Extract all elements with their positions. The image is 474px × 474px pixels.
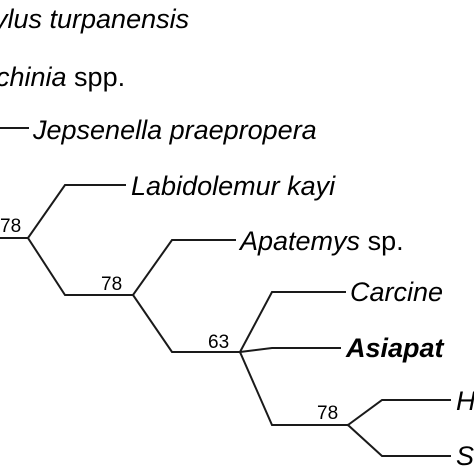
- taxon-name-part: chinia: [0, 62, 67, 92]
- taxon-name-part: Labidolemur kayi: [131, 171, 336, 201]
- taxon-label-s: S: [456, 441, 474, 471]
- taxon-labels: ylus turpanensis chinia spp. Jepsenella …: [0, 4, 474, 471]
- taxon-name-part: ylus turpanensis: [0, 4, 189, 34]
- branch-node-a-to-labidolemur: [26, 184, 126, 240]
- branch-node-d-to-h: [346, 399, 451, 427]
- taxon-name-part: sp.: [360, 226, 404, 256]
- branch-node-c-to-node-d: [238, 350, 349, 426]
- taxon-label-apatemys: Apatemys sp.: [238, 226, 404, 256]
- taxon-name-part: Asiapat: [345, 333, 445, 363]
- branch-node-d-to-s: [346, 423, 451, 457]
- branch-node-c-to-carcine: [238, 291, 346, 354]
- support-value-node-d: 78: [317, 403, 338, 424]
- taxon-label-h: H: [456, 386, 474, 416]
- taxon-name-part: S: [456, 441, 474, 471]
- taxon-label-chinia: chinia spp.: [0, 62, 125, 92]
- support-value-node-c: 63: [208, 332, 229, 353]
- taxon-name-part: spp.: [67, 62, 126, 92]
- taxon-name-part: Carcine: [350, 277, 443, 307]
- branch-node-a-to-node-b: [26, 236, 134, 296]
- taxon-label-carcine: Carcine: [350, 277, 443, 307]
- branch-node-b-to-apatemys: [131, 239, 236, 297]
- taxon-label-turpanensis: ylus turpanensis: [0, 4, 189, 34]
- branches: [0, 127, 451, 457]
- taxon-label-jepsenella: Jepsenella praepropera: [32, 115, 317, 145]
- taxon-name-part: H: [456, 386, 474, 416]
- taxon-label-asiapat: Asiapat: [345, 333, 445, 363]
- branch-node-c-to-asiapat: [238, 347, 341, 354]
- support-value-node-a: 78: [0, 216, 21, 237]
- taxon-name-part: Apatemys: [238, 226, 360, 256]
- branch-node-b-to-node-c: [131, 293, 241, 353]
- support-values: 78 78 63 78: [0, 216, 338, 424]
- taxon-label-labidolemur: Labidolemur kayi: [131, 171, 336, 201]
- taxon-name-part: Jepsenella praepropera: [32, 115, 317, 145]
- support-value-node-b: 78: [101, 274, 122, 295]
